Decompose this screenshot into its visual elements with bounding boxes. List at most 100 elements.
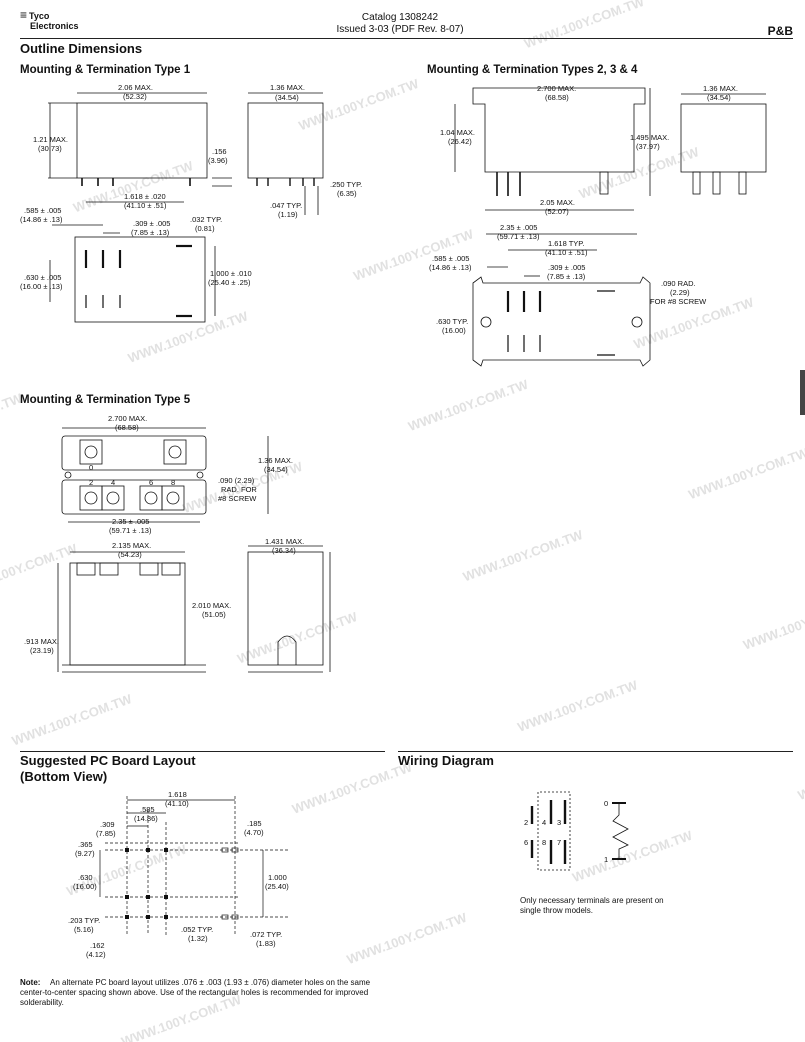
dim-label: .630 ± .005 [24,273,61,282]
logo-line-2: Electronics [30,21,79,31]
section-title-type234: Mounting & Termination Types 2, 3 & 4 [427,64,638,76]
logo-line-1: Tyco [29,11,50,21]
dim-label: .365 [78,840,93,849]
page-edge-tab [800,370,805,415]
dim-label: (41.10 ± .51) [124,201,167,210]
dim-label: .047 TYP. [270,201,302,210]
terminal-number: 0 [89,463,93,472]
type234-bottom-body [472,276,651,367]
type1-bottom-body [74,236,206,323]
dim-label: .203 TYP. [68,916,100,925]
dim-label: .913 MAX. [24,637,59,646]
dim-label: (4.70) [244,828,264,837]
dim-label: (2.29) [670,288,690,297]
dim-label: .072 TYP. [250,930,282,939]
dim-label: (68.58) [115,423,139,432]
section-title-type5: Mounting & Termination Type 5 [20,394,191,406]
terminal-number: 3 [557,818,561,827]
dim-label: .630 [78,873,93,882]
dim-label: 1.36 MAX. [258,456,293,465]
dim-label: 1.36 MAX. [270,83,305,92]
dim-label: .032 TYP. [190,215,222,224]
catalog-info: Catalog 1308242 Issued 3-03 (PDF Rev. 8-… [330,12,470,36]
dim-label: .156 [212,147,227,156]
terminal-number: 4 [542,818,546,827]
dim-label: (51.05) [202,610,226,619]
dim-label: .090 RAD. [661,279,696,288]
section-title-pcb: Suggested PC Board Layout (Bottom View) [20,753,196,785]
dim-label: .630 TYP. [436,317,468,326]
dim-label: 2.700 MAX. [537,84,576,93]
dim-label: (34.54) [264,465,288,474]
type234-side-body [680,103,767,173]
dim-label: 1.21 MAX. [33,135,68,144]
dim-label: 1.000 [268,873,287,882]
dim-label: (6.35) [337,189,357,198]
dim-label: 1.618 TYP. [548,239,584,248]
dim-label: (23.19) [30,646,54,655]
terminal-number: 8 [542,838,546,847]
dim-label: (30.73) [38,144,62,153]
dim-label: 2.010 MAX. [192,601,231,610]
dim-label: (16.00) [73,882,97,891]
dim-label: (41.10) [165,799,189,808]
dim-label: (1.19) [278,210,298,219]
pcb-title-line-2: (Bottom View) [20,769,108,784]
dim-label: (9.27) [75,849,95,858]
dim-label: (52.07) [545,207,569,216]
dim-label: (26.42) [448,137,472,146]
dim-label: (34.54) [275,93,299,102]
dim-label: (3.96) [208,156,228,165]
section-title-wiring: Wiring Diagram [398,753,494,768]
dim-label: (14.86 ± .13) [20,215,63,224]
dim-label: 2.06 MAX. [118,83,153,92]
section-rule-wiring [398,751,793,752]
dim-label: (36.34) [272,546,296,555]
section-title-type1: Mounting & Termination Type 1 [20,64,191,76]
dim-label: (54.23) [118,550,142,559]
dim-label: .585 ± .005 [24,206,61,215]
dim-label: (37.97) [636,142,660,151]
dim-label: (7.85) [96,829,116,838]
type5-bottom-block [61,479,207,515]
terminal-number: 4 [111,478,115,487]
dim-label: .585 [140,805,155,814]
terminal-number: 2 [89,478,93,487]
footnote-label: Note: [20,978,41,987]
terminal-number: 2 [524,818,528,827]
dim-label: (7.85 ± .13) [131,228,170,237]
terminal-number: 6 [149,478,153,487]
terminal-number: 7 [557,838,561,847]
dim-label: 1.04 MAX. [440,128,475,137]
catalog-number: Catalog 1308242 [361,12,439,23]
terminal-number: 8 [171,478,175,487]
dim-label: (0.81) [195,224,215,233]
dim-label: (59.71 ± .13) [109,526,152,535]
section-title-outline: Outline Dimensions [20,41,143,56]
dim-label: .309 ± .005 [133,219,170,228]
wiring-note: Only necessary terminals are present on … [520,896,664,915]
dim-label: 2.700 MAX. [108,414,147,423]
brand-label: P&B [767,24,793,38]
dim-label: .185 [247,819,262,828]
dim-label: 1.000 ± .010 [210,269,252,278]
dim-label: (41.10 ± .51) [545,248,588,257]
type5-side-body [247,551,324,666]
dim-label: RAD. FOR [221,485,257,494]
dim-label: (16.00 ± .13) [20,282,63,291]
dim-label: .309 [100,820,115,829]
dim-label: .090 (2.29) [218,476,255,485]
issue-date: Issued 3-03 (PDF Rev. 8-07) [336,24,464,35]
dim-label: 1.618 ± .020 [124,192,166,201]
header-rule [20,38,793,39]
dim-label: FOR #8 SCREW [650,297,707,306]
dim-label: (34.54) [707,93,731,102]
